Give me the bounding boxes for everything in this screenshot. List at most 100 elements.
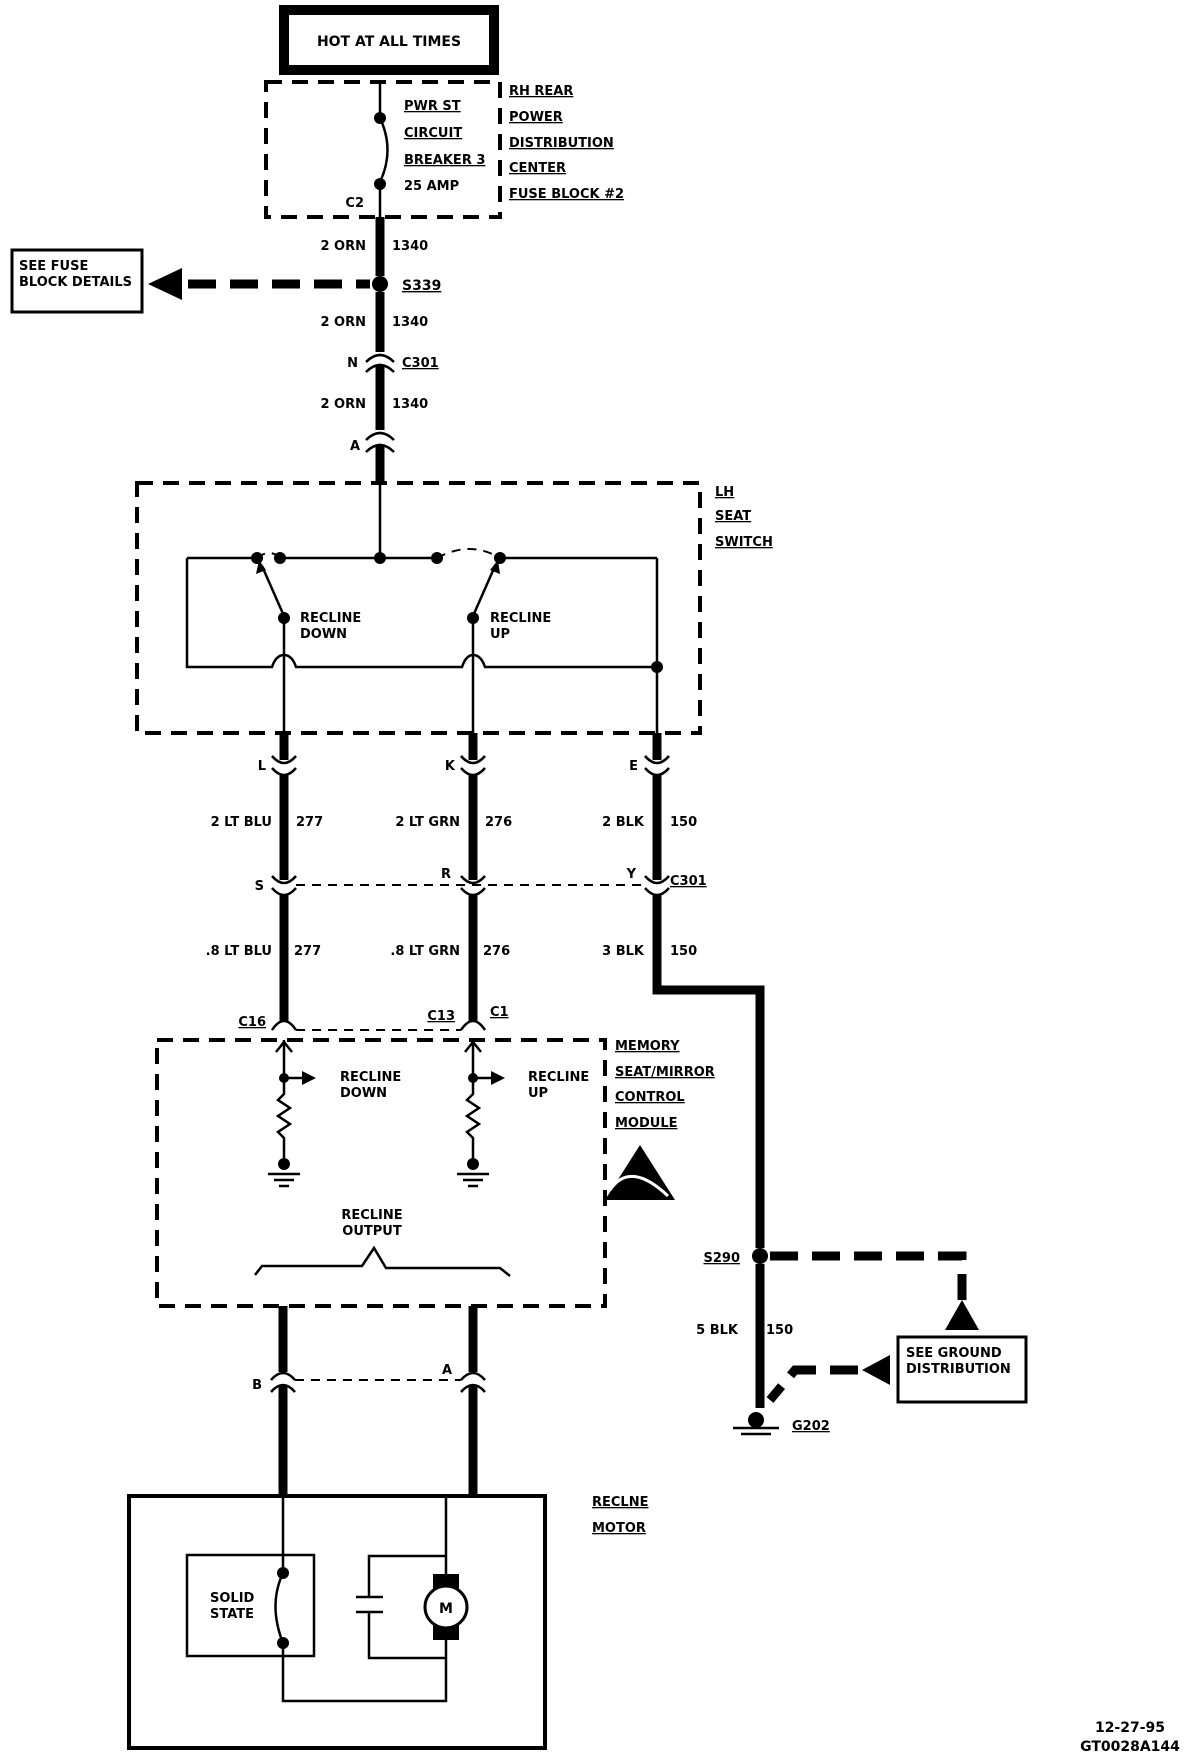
lh-seat-switch-boundary — [135, 481, 702, 735]
solid-state-2: STATE — [210, 1607, 254, 1622]
diagram-code: GT0028A144 — [1080, 1739, 1180, 1755]
see-fuse-block-box[interactable] — [10, 248, 144, 314]
module-name-2: SEAT/MIRROR — [615, 1065, 715, 1080]
pin-l: L — [258, 759, 266, 774]
esd-warning-icon — [605, 1145, 675, 1200]
circuit-276: 276 — [485, 815, 512, 830]
pin-r: R — [441, 867, 451, 882]
connector-c301-label: C301 — [402, 356, 439, 371]
fuse-block-name-5: FUSE BLOCK #2 — [509, 187, 624, 202]
wire-color-label: 2 ORN — [320, 397, 366, 412]
breaker-label-1: PWR ST — [404, 99, 461, 114]
recline-motor-boundary — [127, 1494, 547, 1750]
module-name-1: MEMORY — [615, 1039, 680, 1054]
diagram-date: 12-27-95 — [1095, 1720, 1165, 1736]
splice-s290-label: S290 — [704, 1251, 741, 1266]
splice-s290 — [752, 1248, 768, 1264]
circuit-label: 1340 — [392, 239, 428, 254]
pulldown-resistor-icon — [464, 1078, 482, 1162]
connector-c301-lower-label: C301 — [670, 874, 707, 889]
recline-output-1: RECLINE — [341, 1208, 402, 1223]
fuse-block-name-2: POWER — [509, 110, 563, 125]
module-recline-down-2: DOWN — [340, 1086, 387, 1101]
hot-at-all-times-box — [279, 5, 499, 75]
pin-k: K — [445, 759, 456, 774]
module-pin-c13: C13 — [427, 1009, 455, 1024]
arrow-left-icon — [862, 1355, 890, 1385]
recline-output-2: OUTPUT — [342, 1224, 402, 1239]
circuit-277: 277 — [296, 815, 323, 830]
arrow-left-icon — [148, 268, 182, 300]
splice-s339 — [372, 276, 388, 292]
switch-recline-down-1: RECLINE — [300, 611, 361, 626]
seat-switch-name-3: SWITCH — [715, 535, 773, 550]
see-ground-distribution-box[interactable] — [896, 1335, 1028, 1404]
wire-color-150-lower: 3 BLK — [602, 944, 645, 959]
wire-run-recline-down — [271, 733, 297, 1022]
switch-recline-up-1: RECLINE — [490, 611, 551, 626]
module-recline-down-1: RECLINE — [340, 1070, 401, 1085]
connector-pin-n: N — [347, 356, 358, 371]
seat-switch-name-1: LH — [715, 485, 734, 500]
module-recline-up-1: RECLINE — [528, 1070, 589, 1085]
ground-point-reference-line — [766, 1365, 858, 1403]
wire-color-276: 2 LT GRN — [395, 815, 460, 830]
hot-at-all-times-label: HOT AT ALL TIMES — [317, 34, 461, 50]
module-input-recline-up — [457, 1039, 505, 1188]
pulldown-resistor-icon — [275, 1078, 293, 1162]
motor-pin-b: B — [252, 1378, 262, 1393]
fuse-connector-c2: C2 — [345, 196, 364, 211]
fuse-block-name-4: CENTER — [509, 161, 566, 176]
module-connector-c1: C1 — [490, 1005, 509, 1020]
breaker-rating: 25 AMP — [404, 179, 459, 194]
motor-pin-a: A — [442, 1363, 452, 1378]
solid-state-1: SOLID — [210, 1591, 255, 1606]
circuit-150: 150 — [670, 815, 697, 830]
solid-state-breaker-box — [185, 1553, 316, 1658]
wire-run-ground — [644, 733, 768, 1408]
ground-g202-label: G202 — [792, 1419, 830, 1434]
ground-circuit: 150 — [766, 1323, 793, 1338]
breaker-label-2: CIRCUIT — [404, 126, 462, 141]
ground-wire-color: 5 BLK — [696, 1323, 739, 1338]
module-pin-c16: C16 — [238, 1015, 266, 1030]
motor-icon — [423, 1584, 469, 1630]
module-recline-up-2: UP — [528, 1086, 548, 1101]
motor-symbol: M — [439, 1601, 453, 1617]
circuit-label: 1340 — [392, 397, 428, 412]
module-name-4: MODULE — [615, 1116, 678, 1131]
module-name-3: CONTROL — [615, 1090, 685, 1105]
pin-y: Y — [626, 867, 637, 882]
recline-output-brace — [254, 1245, 511, 1277]
breaker-label-3: BREAKER 3 — [404, 153, 485, 168]
arrow-down-icon — [945, 1300, 979, 1330]
recline-up-switch-blade — [471, 565, 497, 617]
module-input-recline-down — [268, 1039, 316, 1188]
memory-module-boundary — [155, 1038, 607, 1308]
ground-distribution-reference-line — [770, 1251, 967, 1300]
recline-down-switch-blade — [260, 565, 286, 617]
fuse-block-name-1: RH REAR — [509, 84, 573, 99]
fuse-block-name-3: DISTRIBUTION — [509, 136, 614, 151]
wire-run-recline-up — [460, 733, 486, 1022]
ground-g202 — [748, 1412, 764, 1428]
circuit-276-lower: 276 — [483, 944, 510, 959]
circuit-277-lower: 277 — [294, 944, 321, 959]
seat-switch-name-2: SEAT — [715, 509, 751, 524]
wire-color-276-lower: .8 LT GRN — [390, 944, 460, 959]
splice-s339-label: S339 — [402, 278, 441, 294]
wire-color-150: 2 BLK — [602, 815, 645, 830]
motor-name-2: MOTOR — [592, 1521, 646, 1536]
switch-recline-up-2: UP — [490, 627, 510, 642]
switch-recline-down-2: DOWN — [300, 627, 347, 642]
circuit-label: 1340 — [392, 315, 428, 330]
circuit-breaker-symbol — [378, 117, 389, 183]
wire-color-label: 2 ORN — [320, 315, 366, 330]
wire-color-label: 2 ORN — [320, 239, 366, 254]
see-ground-line-1: SEE GROUND — [906, 1346, 1002, 1361]
fuse-block-boundary — [264, 80, 502, 219]
see-fuse-block-line-2: BLOCK DETAILS — [19, 275, 132, 290]
motor-name-1: RECLNE — [592, 1495, 648, 1510]
switch-pin-a: A — [350, 439, 360, 454]
